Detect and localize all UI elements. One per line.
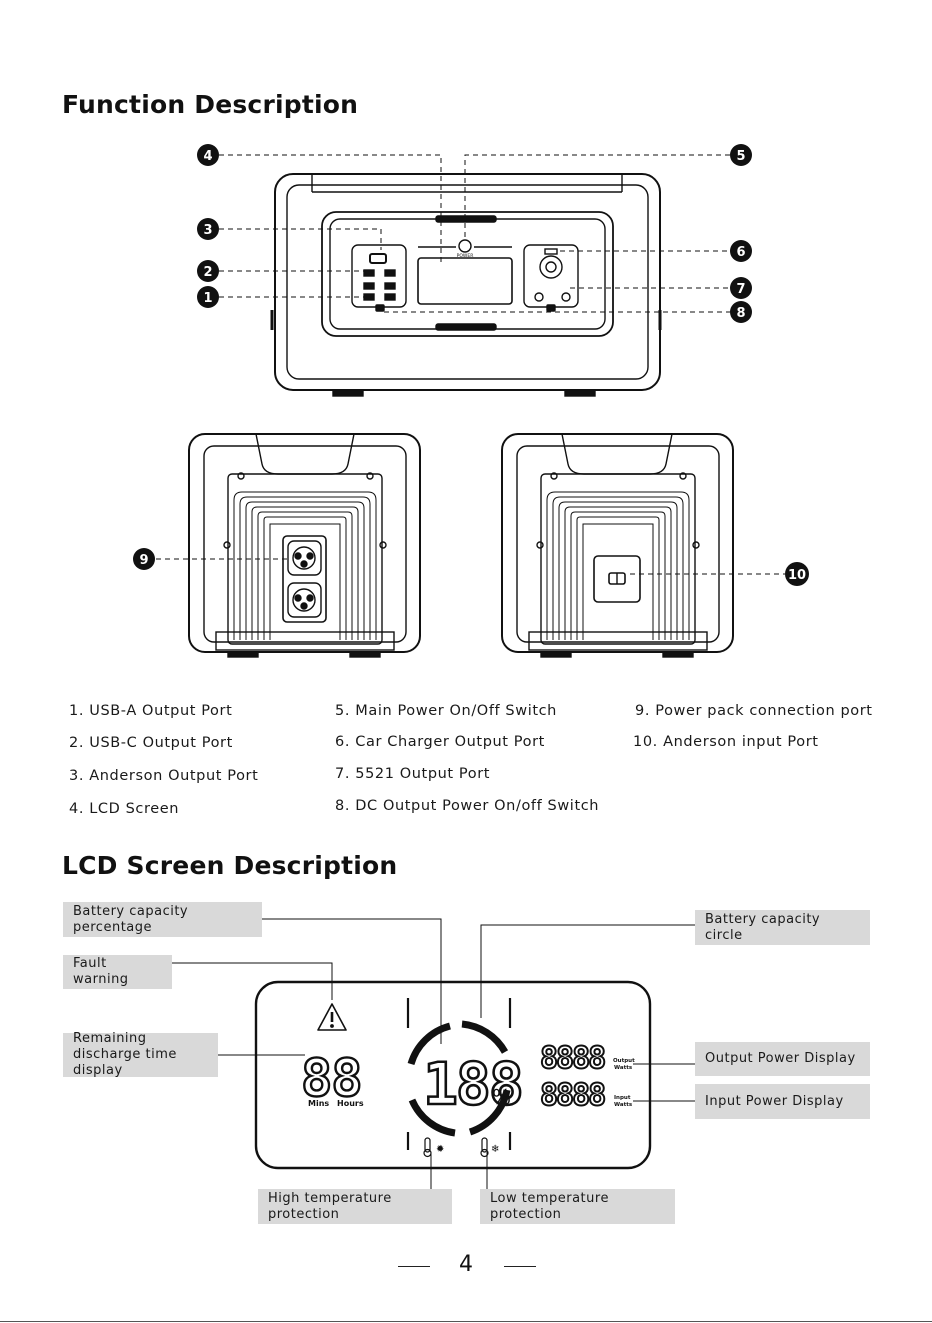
lcd-percent: % [492,1085,511,1109]
page-number: 4 [459,1252,473,1277]
power-marking: POWER [457,253,474,259]
page-number-rule-left [398,1266,430,1267]
lcd-input-digits: 8888 [540,1078,605,1113]
callout-circles: 4 5 3 2 1 6 7 8 9 10 [133,144,809,586]
label-input-power: Input Power Display [695,1084,870,1119]
svg-text:6: 6 [736,245,745,260]
device-diagram: POWER 4 5 3 2 1 6 7 8 9 10 [133,144,809,658]
front-view [270,173,662,397]
function-item: 9. Power pack connection port [635,703,873,719]
function-item: 10. Anderson input Port [633,734,819,750]
callout-1: 1 [197,286,219,308]
svg-text:2: 2 [203,265,212,280]
svg-text:3: 3 [203,223,212,238]
lcd-time-digits: 88 [301,1049,362,1109]
label-battery-percentage: Battery capacity percentage [63,902,262,937]
lcd-output-watts: Watts [614,1065,633,1071]
function-item: 8. DC Output Power On/off Switch [335,798,600,814]
label-fault-warning: Fault warning [63,955,172,989]
side-view-right [501,433,734,658]
function-item: 4. LCD Screen [69,801,180,817]
callout-10: 10 [785,562,809,586]
function-description-heading: Function Description [62,90,359,119]
bottom-rule [0,1321,932,1322]
svg-text:✹: ✹ [436,1144,444,1155]
callout-4: 4 [197,144,219,166]
callout-6: 6 [730,240,752,262]
label-high-temperature: High temperature protection [258,1189,452,1224]
function-item: 3. Anderson Output Port [69,768,259,784]
lcd-big-digits: 188 [423,1050,522,1118]
callout-7: 7 [730,277,752,299]
function-item: 5. Main Power On/Off Switch [335,703,557,719]
svg-text:1: 1 [203,291,212,306]
svg-text:❄: ❄ [491,1144,499,1155]
svg-text:4: 4 [203,149,212,164]
label-remaining-discharge: Remaining discharge time display [63,1031,218,1078]
svg-text:5: 5 [736,149,745,164]
function-item: 6. Car Charger Output Port [335,734,545,750]
callout-2: 2 [197,260,219,282]
svg-text:7: 7 [736,282,745,297]
callout-9: 9 [133,548,155,570]
svg-text:8: 8 [736,306,745,321]
lcd-input-label: Input [614,1095,631,1101]
page-number-rule-right [504,1266,536,1267]
svg-text:10: 10 [788,568,806,583]
lcd-hours-label: Hours [337,1099,364,1108]
callout-3: 3 [197,218,219,240]
function-item: 1. USB-A Output Port [69,703,233,719]
label-low-temperature: Low temperature protection [480,1189,675,1224]
label-output-power: Output Power Display [695,1042,870,1076]
lcd-mins-label: Mins [308,1099,329,1108]
function-item: 2. USB-C Output Port [69,735,233,751]
lcd-output-label: Output [613,1058,635,1064]
side-view-left [188,433,421,658]
callout-5: 5 [730,144,752,166]
svg-text:9: 9 [139,553,148,568]
callout-8: 8 [730,301,752,323]
lcd-description-heading: LCD Screen Description [62,851,398,880]
lcd-output-digits: 8888 [540,1041,605,1076]
label-battery-circle: Battery capacity circle [695,910,870,945]
function-item: 7. 5521 Output Port [335,766,491,782]
lcd-input-watts: Watts [614,1102,633,1108]
